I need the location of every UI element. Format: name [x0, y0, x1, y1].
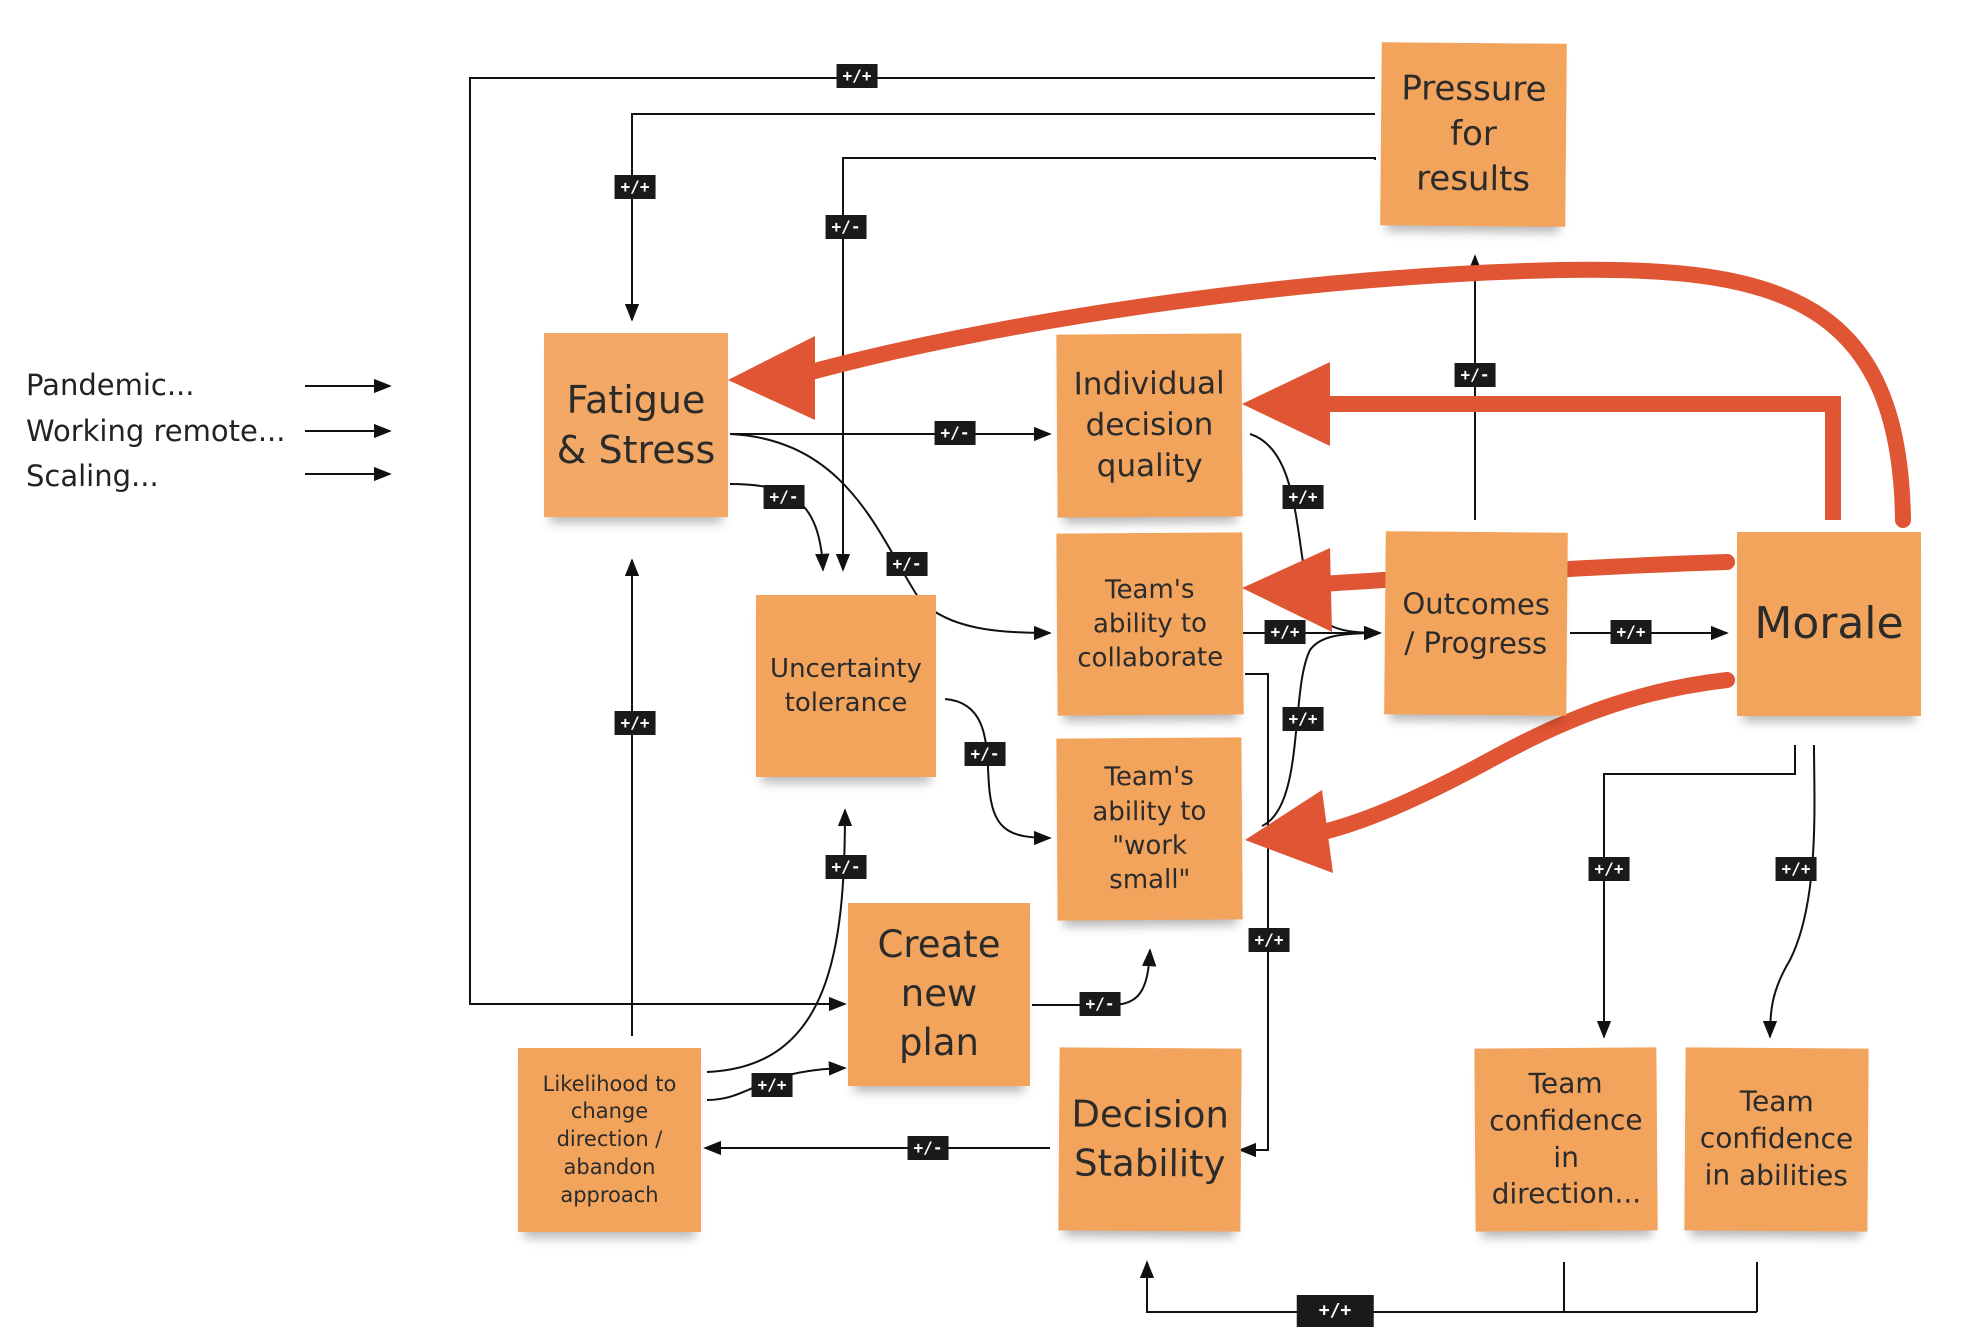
- side-factor-working-remote: Working remote...: [26, 414, 286, 448]
- label-uncertainty-to-worksmall: +/-: [964, 742, 1006, 766]
- label-morale-to-conf-abilities: +/+: [1775, 857, 1817, 881]
- link-worksmall-to-outcomes: [1261, 625, 1382, 827]
- label-pressure-to-uncertainty: +/-: [825, 215, 867, 239]
- feedback-morale-to-worksmall: [1302, 672, 1735, 843]
- label-outcomes-to-morale: +/+: [1610, 620, 1652, 644]
- label-confidence-to-stability: +/+: [1296, 1295, 1374, 1327]
- label-stability-to-likelihood: +/-: [907, 1136, 949, 1160]
- note-team-ability-collaborate[interactable]: Team's ability to collaborate: [1056, 532, 1244, 716]
- feedback-morale-to-fatigue: [792, 261, 1911, 528]
- label-plan-to-worksmall: +/-: [1079, 992, 1121, 1016]
- note-decision-stability[interactable]: Decision Stability: [1058, 1047, 1242, 1232]
- link-uncertainty-to-worksmall: [944, 698, 1052, 846]
- feedback-arrowhead-fatigue: [728, 336, 815, 420]
- link-pressure-to-plan: [469, 77, 1375, 1012]
- note-likelihood-change-direction[interactable]: Likelihood to change direction / abandon…: [518, 1048, 701, 1232]
- note-fatigue-stress[interactable]: Fatigue & Stress: [544, 333, 728, 517]
- link-morale-to-conf-abilities: [1762, 744, 1816, 1039]
- side-factor-scaling: Scaling...: [26, 459, 159, 493]
- side-factor-pandemic: Pandemic...: [26, 368, 195, 402]
- label-pressure-to-plan: +/+: [836, 64, 878, 88]
- label-collaborate-to-stability: +/+: [1248, 928, 1290, 952]
- label-likelihood-to-fatigue: +/+: [614, 711, 656, 735]
- label-likelihood-to-uncertainty: +/-: [825, 855, 867, 879]
- link-collaborate-to-stability: [1238, 673, 1269, 1158]
- label-fatigue-to-uncertainty: +/-: [763, 485, 805, 509]
- note-create-new-plan[interactable]: Create new plan: [848, 903, 1030, 1086]
- label-pressure-to-fatigue: +/+: [614, 175, 656, 199]
- link-confidence-to-stability: [1147, 1262, 1758, 1313]
- feedback-arrowhead-collaborate: [1242, 548, 1332, 632]
- link-likelihood-to-uncertainty: [706, 808, 853, 1073]
- feedback-arrowhead-decision: [1242, 362, 1330, 446]
- note-team-ability-work-small[interactable]: Team's ability to "work small": [1056, 737, 1243, 921]
- feedback-morale-to-decision: [1315, 396, 1841, 520]
- note-individual-decision-quality[interactable]: Individual decision quality: [1056, 333, 1243, 518]
- feedback-arrowhead-worksmall: [1245, 790, 1333, 873]
- label-outcomes-to-pressure: +/-: [1454, 363, 1496, 387]
- label-fatigue-to-collaborate: +/-: [886, 552, 928, 576]
- label-collaborate-to-outcomes: +/+: [1264, 620, 1306, 644]
- note-morale[interactable]: Morale: [1737, 532, 1921, 716]
- label-worksmall-to-outcomes: +/+: [1282, 707, 1324, 731]
- note-uncertainty-tolerance[interactable]: Uncertainty tolerance: [756, 595, 936, 777]
- link-pressure-to-fatigue: [624, 113, 1375, 322]
- label-fatigue-to-decision: +/-: [934, 421, 976, 445]
- link-fatigue-to-collaborate: [729, 433, 1052, 641]
- label-decision-to-outcomes: +/+: [1282, 485, 1324, 509]
- note-pressure-for-results[interactable]: Pressure for results: [1380, 42, 1567, 227]
- note-team-confidence-abilities[interactable]: Team confidence in abilities: [1684, 1047, 1869, 1232]
- link-morale-to-conf-direction: [1596, 745, 1796, 1039]
- label-morale-to-conf-direction: +/+: [1588, 857, 1630, 881]
- note-outcomes-progress[interactable]: Outcomes / Progress: [1384, 531, 1568, 716]
- label-likelihood-to-plan: +/+: [751, 1073, 793, 1097]
- note-team-confidence-direction[interactable]: Team confidence in direction...: [1474, 1047, 1658, 1232]
